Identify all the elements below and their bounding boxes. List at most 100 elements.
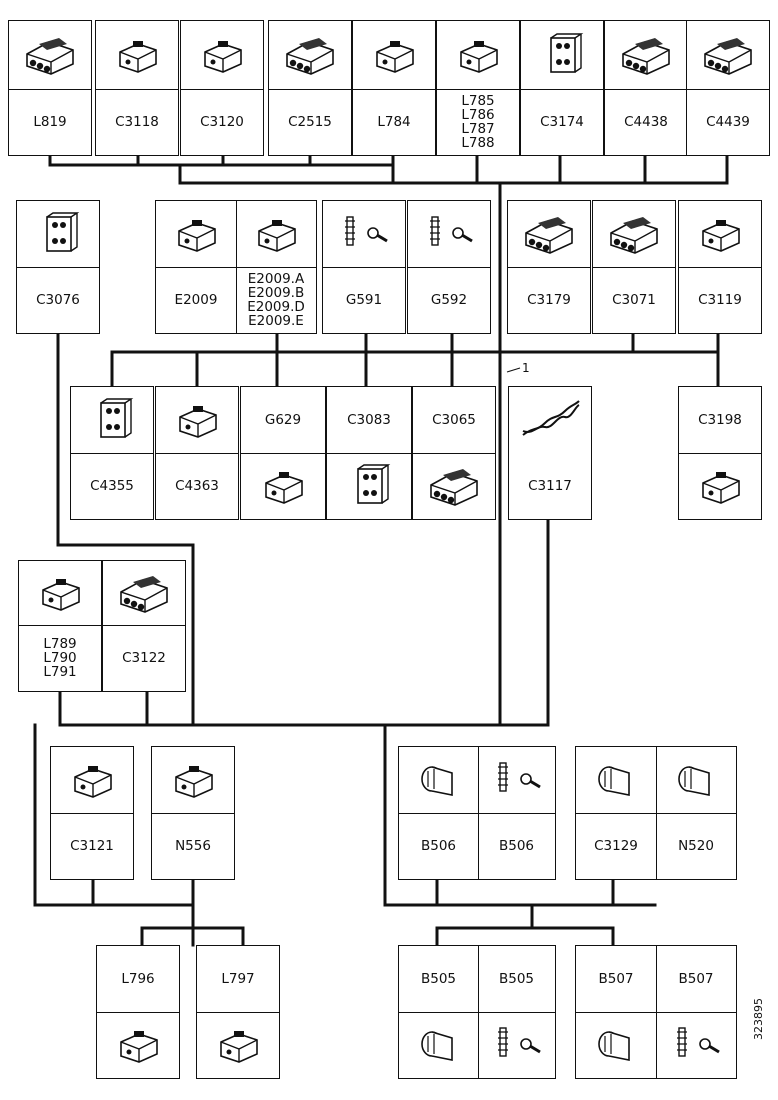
connector-label: C2515 [288,114,332,130]
connector-e2009[interactable]: E2009 E2009.A E2009.B E2009.D E2009.E [155,200,317,334]
multi-pin-connector-icon [423,463,485,509]
connector-label: B506 [498,838,535,854]
sensor-b506[interactable]: B506 B506 [398,746,556,880]
connector-l797[interactable]: L797 [196,945,280,1079]
connector-label: C3117 [528,478,572,494]
ground-terminal-icon [486,1022,548,1068]
ground-terminal-icon [418,211,480,257]
connector-label: C3119 [698,292,742,308]
connector-c3129-n520[interactable]: C3129 N520 [575,746,737,880]
connector-c3065[interactable]: C3065 [412,386,496,520]
multi-pin-connector-icon [19,32,81,78]
small-connector-icon [689,463,751,509]
connector-label: N556 [175,838,211,854]
small-connector-icon [363,32,425,78]
sensor-icon [408,1022,470,1068]
connector-label: C3065 [432,412,476,428]
ground-g629[interactable]: G629 [240,386,326,520]
ground-g591[interactable]: G591 [322,200,406,334]
connector-c3174[interactable]: C3174 [520,20,604,156]
connector-label: C3071 [612,292,656,308]
connector-label: C3120 [200,114,244,130]
connector-label: C4355 [90,478,134,494]
connector-label: L785 L786 L787 L788 [461,93,495,151]
connector-c3198[interactable]: C3198 [678,386,762,520]
multi-pin-connector-icon [697,32,759,78]
connector-label: L789 L790 L791 [43,636,77,680]
connector-label: C3076 [36,292,80,308]
connector-label: B507 [598,971,634,987]
connector-label: G591 [345,292,383,308]
wire-c3122-row [58,688,502,727]
connector-c3121[interactable]: C3121 [50,746,134,880]
connector-c3118[interactable]: C3118 [95,20,179,156]
connector-label: B507 [678,971,714,987]
ground-g592[interactable]: G592 [407,200,491,334]
sensor-b507[interactable]: B507 B507 [575,945,737,1079]
connector-label: B505 [420,971,457,987]
diagram-code: 323895 [752,998,765,1040]
wire-l796-bus [140,926,245,947]
multi-pin-connector-icon [603,211,665,257]
connector-label: B506 [420,838,457,854]
connector-label: E2009 [174,292,218,308]
multi-pin-connector-icon [279,32,341,78]
connector-l796[interactable]: L796 [96,945,180,1079]
connector-label: C3121 [70,838,114,854]
small-connector-icon [245,211,307,257]
connector-c4363[interactable]: C4363 [155,386,239,520]
sensor-b505[interactable]: B505 B505 [398,945,556,1079]
wire-marker-label: 1 [522,361,530,375]
multi-pin-connector-icon [615,32,677,78]
connector-label: C3129 [594,838,638,854]
wire-b505 [435,903,534,947]
wire-c3076-trunk [56,331,195,727]
connector-c4438[interactable]: C4438 [604,20,688,156]
connector-label: B505 [498,971,535,987]
connector-c3083[interactable]: C3083 [326,386,412,520]
relay-icon [531,32,593,78]
connector-label: C3122 [122,650,166,666]
connector-label: C4363 [175,478,219,494]
sensor-icon [408,757,470,803]
connector-l819[interactable]: L819 [8,20,92,156]
connector-label: G629 [264,412,302,428]
connector-label: L797 [221,971,255,987]
connector-l789-791[interactable]: L789 L790 L791 [18,560,102,692]
sensor-icon [585,1022,647,1068]
wire-b507 [530,926,615,947]
small-connector-icon [29,570,91,616]
small-connector-icon [61,757,123,803]
small-connector-icon [207,1022,269,1068]
connector-l785-788[interactable]: L785 L786 L787 L788 [436,20,520,156]
connector-l784[interactable]: L784 [352,20,436,156]
connector-n556[interactable]: N556 [151,746,235,880]
connector-label: L819 [33,114,67,130]
sensor-icon [665,757,727,803]
small-connector-icon [447,32,509,78]
connector-c3122[interactable]: C3122 [102,560,186,692]
small-connector-icon [252,463,314,509]
connector-label: C4438 [624,114,668,130]
small-connector-icon [107,1022,169,1068]
connector-label: G592 [430,292,468,308]
connector-c4439[interactable]: C4439 [686,20,770,156]
small-connector-icon [191,32,253,78]
connector-c3119[interactable]: C3119 [678,200,762,334]
connector-c3071[interactable]: C3071 [592,200,676,334]
connector-c3120[interactable]: C3120 [180,20,264,156]
connector-label: C3174 [540,114,584,130]
ground-terminal-icon [333,211,395,257]
connector-label: C3179 [527,292,571,308]
connector-c3117[interactable]: C3117 [508,386,592,520]
connector-c3076[interactable]: C3076 [16,200,100,334]
connector-c2515[interactable]: C2515 [268,20,352,156]
multi-pin-connector-icon [113,570,175,616]
connector-c4355[interactable]: C4355 [70,386,154,520]
connector-label: N520 [678,838,714,854]
wire-top-bus-4 [178,163,729,185]
wire-top-bus-1 [48,153,395,167]
small-connector-icon [106,32,168,78]
connector-c3179[interactable]: C3179 [507,200,591,334]
